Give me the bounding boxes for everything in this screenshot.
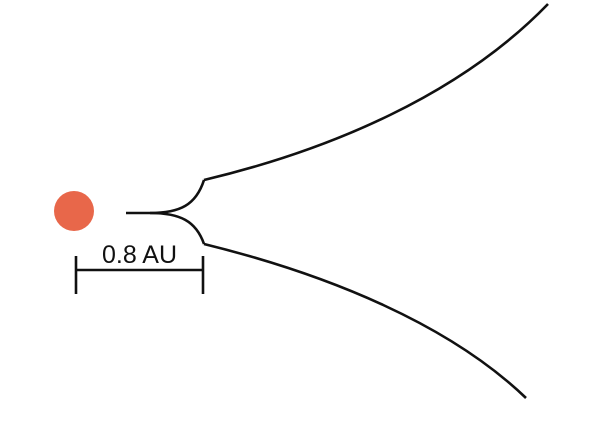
scale-bar-label: 0.8 AU: [102, 241, 177, 269]
scale-bar: 0.8 AU: [74, 241, 205, 294]
boundary-stalk: [126, 179, 206, 215]
upper-boundary-curve: [203, 3, 549, 182]
boundary-stalk-lower: [149, 211, 206, 245]
lower-boundary-curve: [203, 242, 527, 399]
sun-circle: [54, 191, 94, 231]
